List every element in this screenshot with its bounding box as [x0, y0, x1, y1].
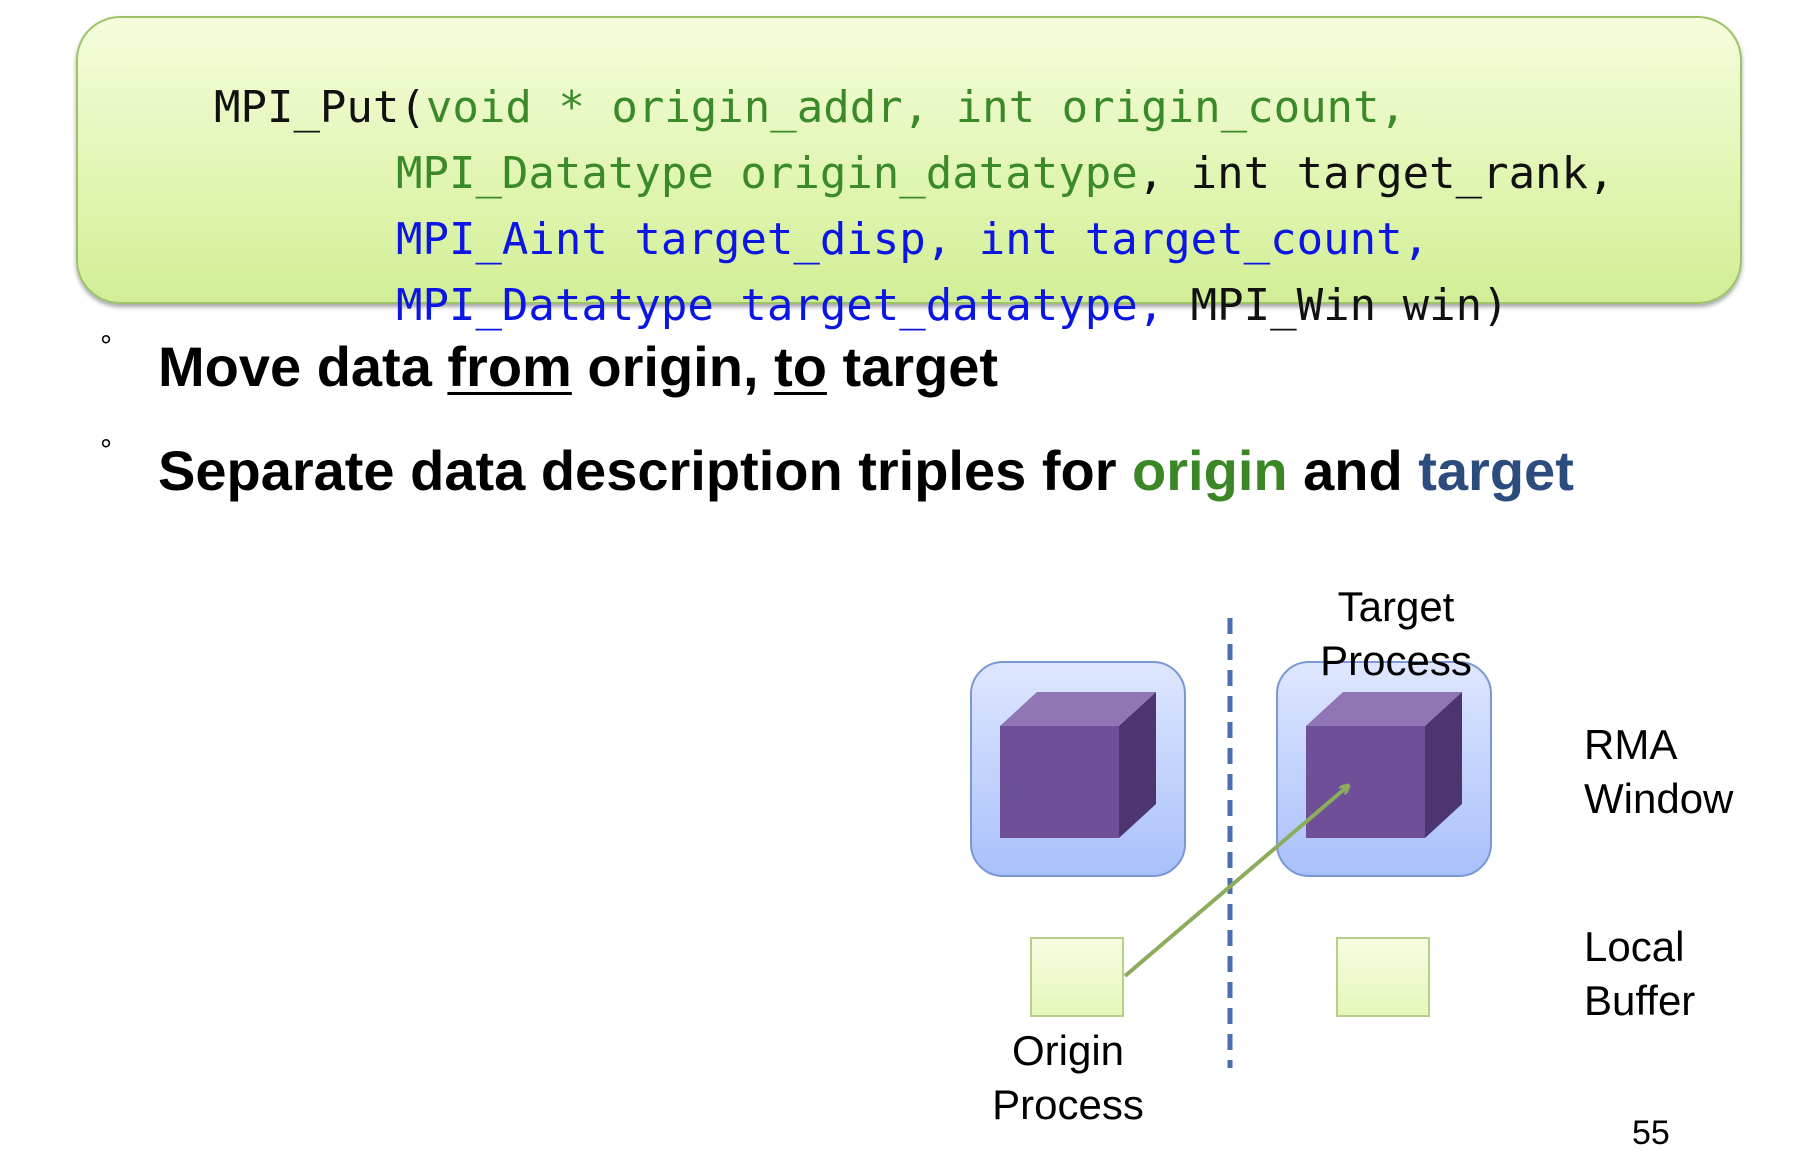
code-target-datatype: MPI_Datatype target_datatype, [395, 280, 1165, 331]
code-origin-params: void * origin_addr, int origin_count, [425, 82, 1407, 133]
origin-window-cube-icon [1000, 692, 1156, 838]
code-win-param: MPI_Win win) [1164, 280, 1509, 331]
code-function-name: MPI_Put( [213, 82, 426, 133]
target-local-buffer [1336, 937, 1430, 1017]
code-signature-box: MPI_Put(void * origin_addr, int origin_c… [76, 16, 1742, 328]
code-line-4: MPI_Datatype target_datatype, MPI_Win wi… [290, 240, 1509, 372]
code-target-rank: , int target_rank, [1137, 148, 1615, 199]
target-process-label: Target Process [1320, 583, 1472, 684]
rma-window-label: RMA Window [1584, 721, 1734, 822]
origin-process-label: Origin Process [992, 1027, 1144, 1128]
word-origin: origin [1132, 439, 1288, 502]
bullet-marker-2: ° [100, 434, 112, 467]
code-origin-datatype: MPI_Datatype origin_datatype [395, 148, 1138, 199]
code-line-1: MPI_Put(void * origin_addr, int origin_c… [108, 42, 1406, 174]
word-target: target [1418, 439, 1574, 502]
bullet-marker-1: ° [100, 330, 112, 363]
code-target-params: MPI_Aint target_disp, int target_count, [395, 214, 1430, 265]
bullet-move-data: Move data from origin, to target [158, 335, 999, 398]
code-line-3: MPI_Aint target_disp, int target_count, [290, 174, 1429, 306]
word-from: from [447, 335, 572, 398]
put-arrow [1123, 786, 1348, 978]
local-buffer-label: Local Buffer [1584, 923, 1696, 1024]
word-to: to [774, 335, 827, 398]
page-number: 55 [1632, 1114, 1670, 1152]
code-line-2: MPI_Datatype origin_datatype, int target… [290, 108, 1615, 240]
bullet-separate-triples: Separate data description triples for or… [158, 439, 1574, 502]
origin-local-buffer [1030, 937, 1124, 1017]
target-window-cube-icon [1306, 692, 1462, 838]
